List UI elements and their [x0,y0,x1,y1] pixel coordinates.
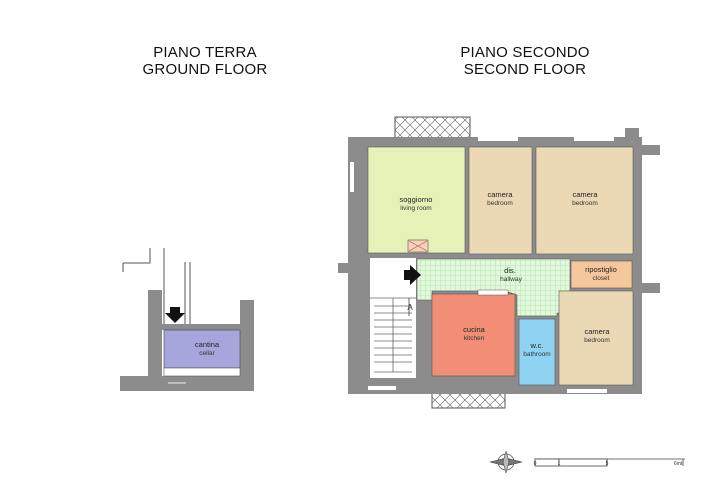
entrance-arrow-icon [165,307,185,323]
bathroom-label-en: bathroom [523,351,550,358]
fireplace-icon [407,239,429,253]
hallway-label-it: dis. [504,266,516,275]
ground-floor-heading: PIANO TERRA GROUND FLOOR [120,44,290,78]
ground-floor-title-en: GROUND FLOOR [142,61,268,78]
stair-label: A [407,303,413,312]
closet-label-it: ripostiglio [585,265,617,274]
cellar-label-en: cellar [199,350,215,357]
bedroom-2-label-en: bedroom [572,200,598,207]
living-room-label-it: soggiorno [400,195,433,204]
bedroom-3-label-it: camera [584,327,610,336]
scale-bar: 0 1 5 6mt [534,458,685,467]
living-room-label-en: living room [400,205,431,212]
second-floor-plan: A dis. hallway soggiorno living room cam… [338,116,660,409]
bedroom-1-label-it: camera [487,190,513,199]
hallway-label-en: hallway [500,276,522,283]
cellar-room [163,329,241,369]
ground-floor-title-it: PIANO TERRA [153,44,257,61]
second-floor-title-it: PIANO SECONDO [460,44,590,61]
bathroom-room [518,318,556,386]
closet-label-en: closet [593,275,610,282]
living-room [367,146,466,254]
cellar-label-it: cantina [195,340,220,349]
second-floor-title-en: SECOND FLOOR [463,61,587,78]
scale-tick-5: 5 [606,461,609,467]
bedroom-3 [558,290,634,386]
bedroom-2 [535,146,634,255]
ground-floor-plan: cantina cellar [120,248,254,391]
bedroom-1-label-en: bedroom [487,200,513,207]
bedroom-2-label-it: camera [572,190,598,199]
entrance-arrow-icon [404,265,421,285]
closet-room [570,260,633,289]
scale-tick-1: 1 [558,461,561,467]
kitchen-label-it: cucina [463,325,486,334]
balcony-top [394,116,471,141]
second-floor-heading: PIANO SECONDO SECOND FLOOR [430,44,620,78]
bedroom-3-label-en: bedroom [584,337,610,344]
bathroom-label-it: w.c. [530,341,544,350]
scale-tick-6mt: 6mt [674,461,683,467]
kitchen-room [431,293,516,377]
compass-rose-icon [489,450,523,474]
scale-tick-0: 0 [534,461,537,467]
kitchen-label-en: kitchen [464,335,485,342]
bedroom-1 [468,146,533,255]
